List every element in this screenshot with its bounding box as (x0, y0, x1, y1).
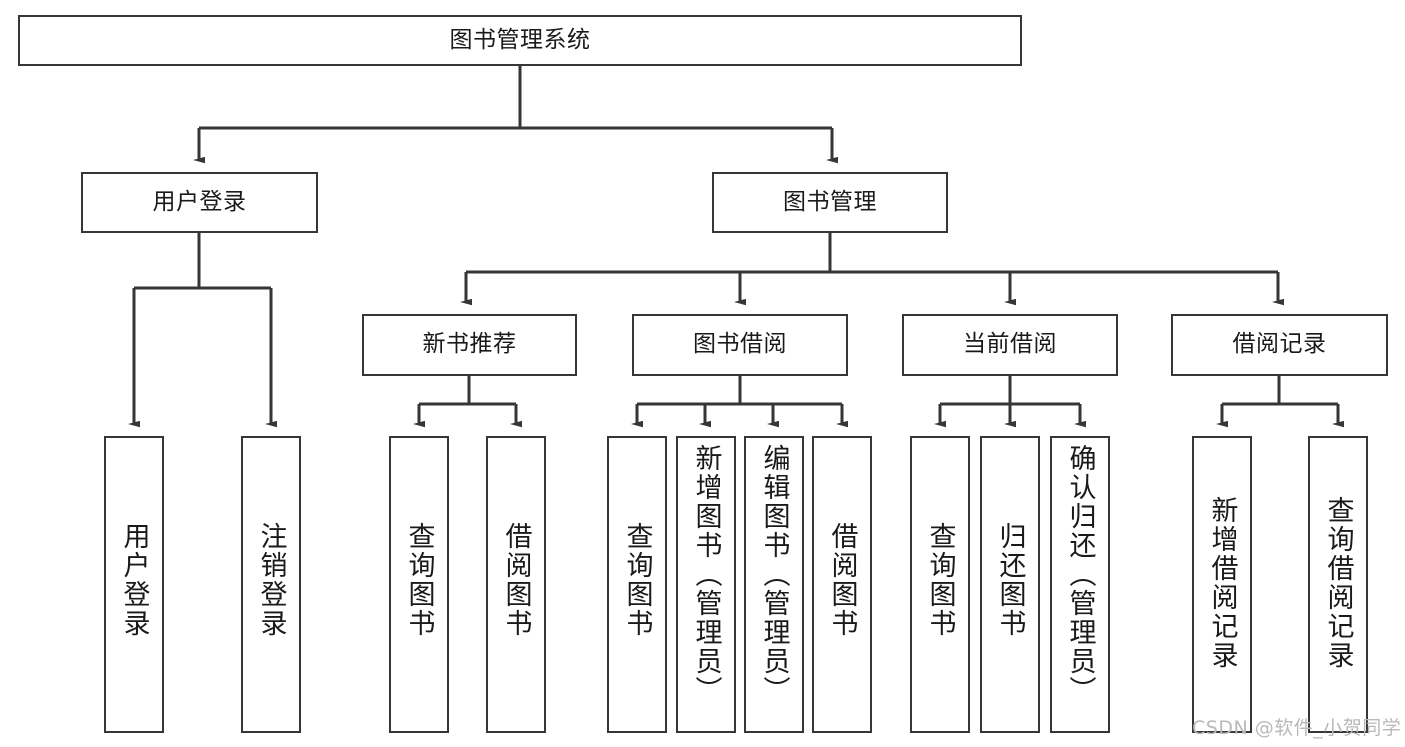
node-leaf-return-book[interactable]: 归还图书 (980, 436, 1040, 733)
node-label: 新增图书（管理员） (690, 444, 722, 705)
node-label: 借阅记录 (1232, 331, 1327, 358)
node-label: 新增借阅记录 (1206, 496, 1238, 670)
node-label: 图书借阅 (693, 331, 787, 358)
node-book-borrow[interactable]: 图书借阅 (632, 314, 848, 376)
node-label: 查询借阅记录 (1322, 496, 1354, 670)
node-leaf-logout-login[interactable]: 注销登录 (241, 436, 301, 733)
node-leaf-confirm-return-admin[interactable]: 确认归还（管理员） (1050, 436, 1110, 733)
node-leaf-query-book-3[interactable]: 查询图书 (910, 436, 970, 733)
node-leaf-user-login[interactable]: 用户登录 (104, 436, 164, 733)
node-label: 新书推荐 (422, 331, 517, 358)
node-leaf-query-book-2[interactable]: 查询图书 (607, 436, 667, 733)
node-leaf-edit-book-admin[interactable]: 编辑图书（管理员） (744, 436, 804, 733)
node-leaf-add-book-admin[interactable]: 新增图书（管理员） (676, 436, 736, 733)
node-leaf-query-book-1[interactable]: 查询图书 (389, 436, 449, 733)
node-new-book-recommend[interactable]: 新书推荐 (362, 314, 577, 376)
node-borrow-record[interactable]: 借阅记录 (1171, 314, 1388, 376)
node-label: 查询图书 (621, 522, 653, 638)
csdn-watermark: CSDN @软件_小贺同学 (1192, 717, 1402, 739)
node-book-management[interactable]: 图书管理 (712, 172, 948, 233)
node-label: 借阅图书 (826, 522, 858, 638)
node-book-management-system[interactable]: 图书管理系统 (18, 15, 1022, 66)
node-label: 图书管理系统 (449, 26, 591, 53)
node-user-login[interactable]: 用户登录 (81, 172, 318, 233)
node-label: 查询图书 (924, 522, 956, 638)
node-label: 当前借阅 (963, 331, 1057, 358)
node-leaf-borrow-book-1[interactable]: 借阅图书 (486, 436, 546, 733)
node-leaf-add-borrow-record[interactable]: 新增借阅记录 (1192, 436, 1252, 733)
node-label: 归还图书 (994, 522, 1026, 638)
node-label: 图书管理 (783, 188, 877, 215)
node-current-borrow[interactable]: 当前借阅 (902, 314, 1118, 376)
node-label: 注销登录 (255, 522, 287, 638)
node-label: 编辑图书（管理员） (758, 444, 790, 705)
node-label: 确认归还（管理员） (1064, 444, 1096, 705)
node-leaf-borrow-book-2[interactable]: 借阅图书 (812, 436, 872, 733)
node-label: 用户登录 (118, 522, 150, 638)
node-label: 查询图书 (403, 522, 435, 638)
node-leaf-query-borrow-record[interactable]: 查询借阅记录 (1308, 436, 1368, 733)
node-label: 用户登录 (152, 188, 247, 215)
node-label: 借阅图书 (500, 522, 532, 638)
